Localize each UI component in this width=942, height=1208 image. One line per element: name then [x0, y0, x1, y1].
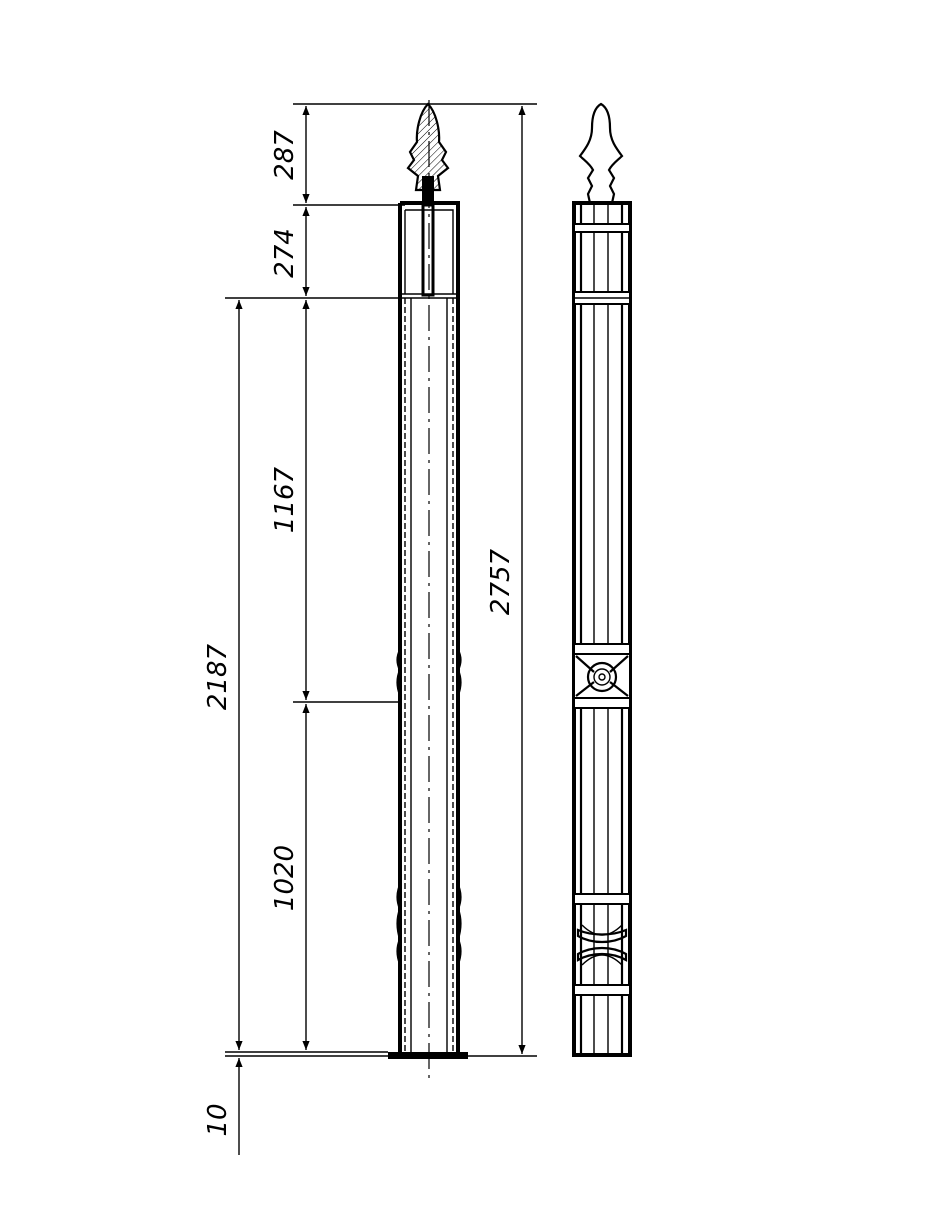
base-plate — [388, 1052, 468, 1059]
threaded-rod — [421, 203, 435, 297]
dim-text-2757: 2757 — [486, 548, 516, 615]
x-ornament — [573, 903, 631, 986]
section-view — [388, 100, 468, 1080]
dim-text-1020: 1020 — [270, 845, 300, 911]
dim-text-10: 10 — [203, 1103, 233, 1136]
rosette-ornament — [573, 653, 631, 699]
dim-text-287: 287 — [270, 130, 300, 180]
finial-outline — [578, 102, 624, 205]
dim-text-1167: 1167 — [270, 466, 300, 533]
elevation-view — [572, 102, 632, 1057]
dim-text-274: 274 — [270, 228, 300, 278]
post-outline — [572, 201, 632, 1057]
finial-stem — [422, 176, 434, 206]
cap-section — [398, 201, 460, 298]
dimensions: 287 274 1167 1020 2187 10 2757 — [203, 103, 537, 1155]
dim-text-2187: 2187 — [203, 643, 233, 710]
